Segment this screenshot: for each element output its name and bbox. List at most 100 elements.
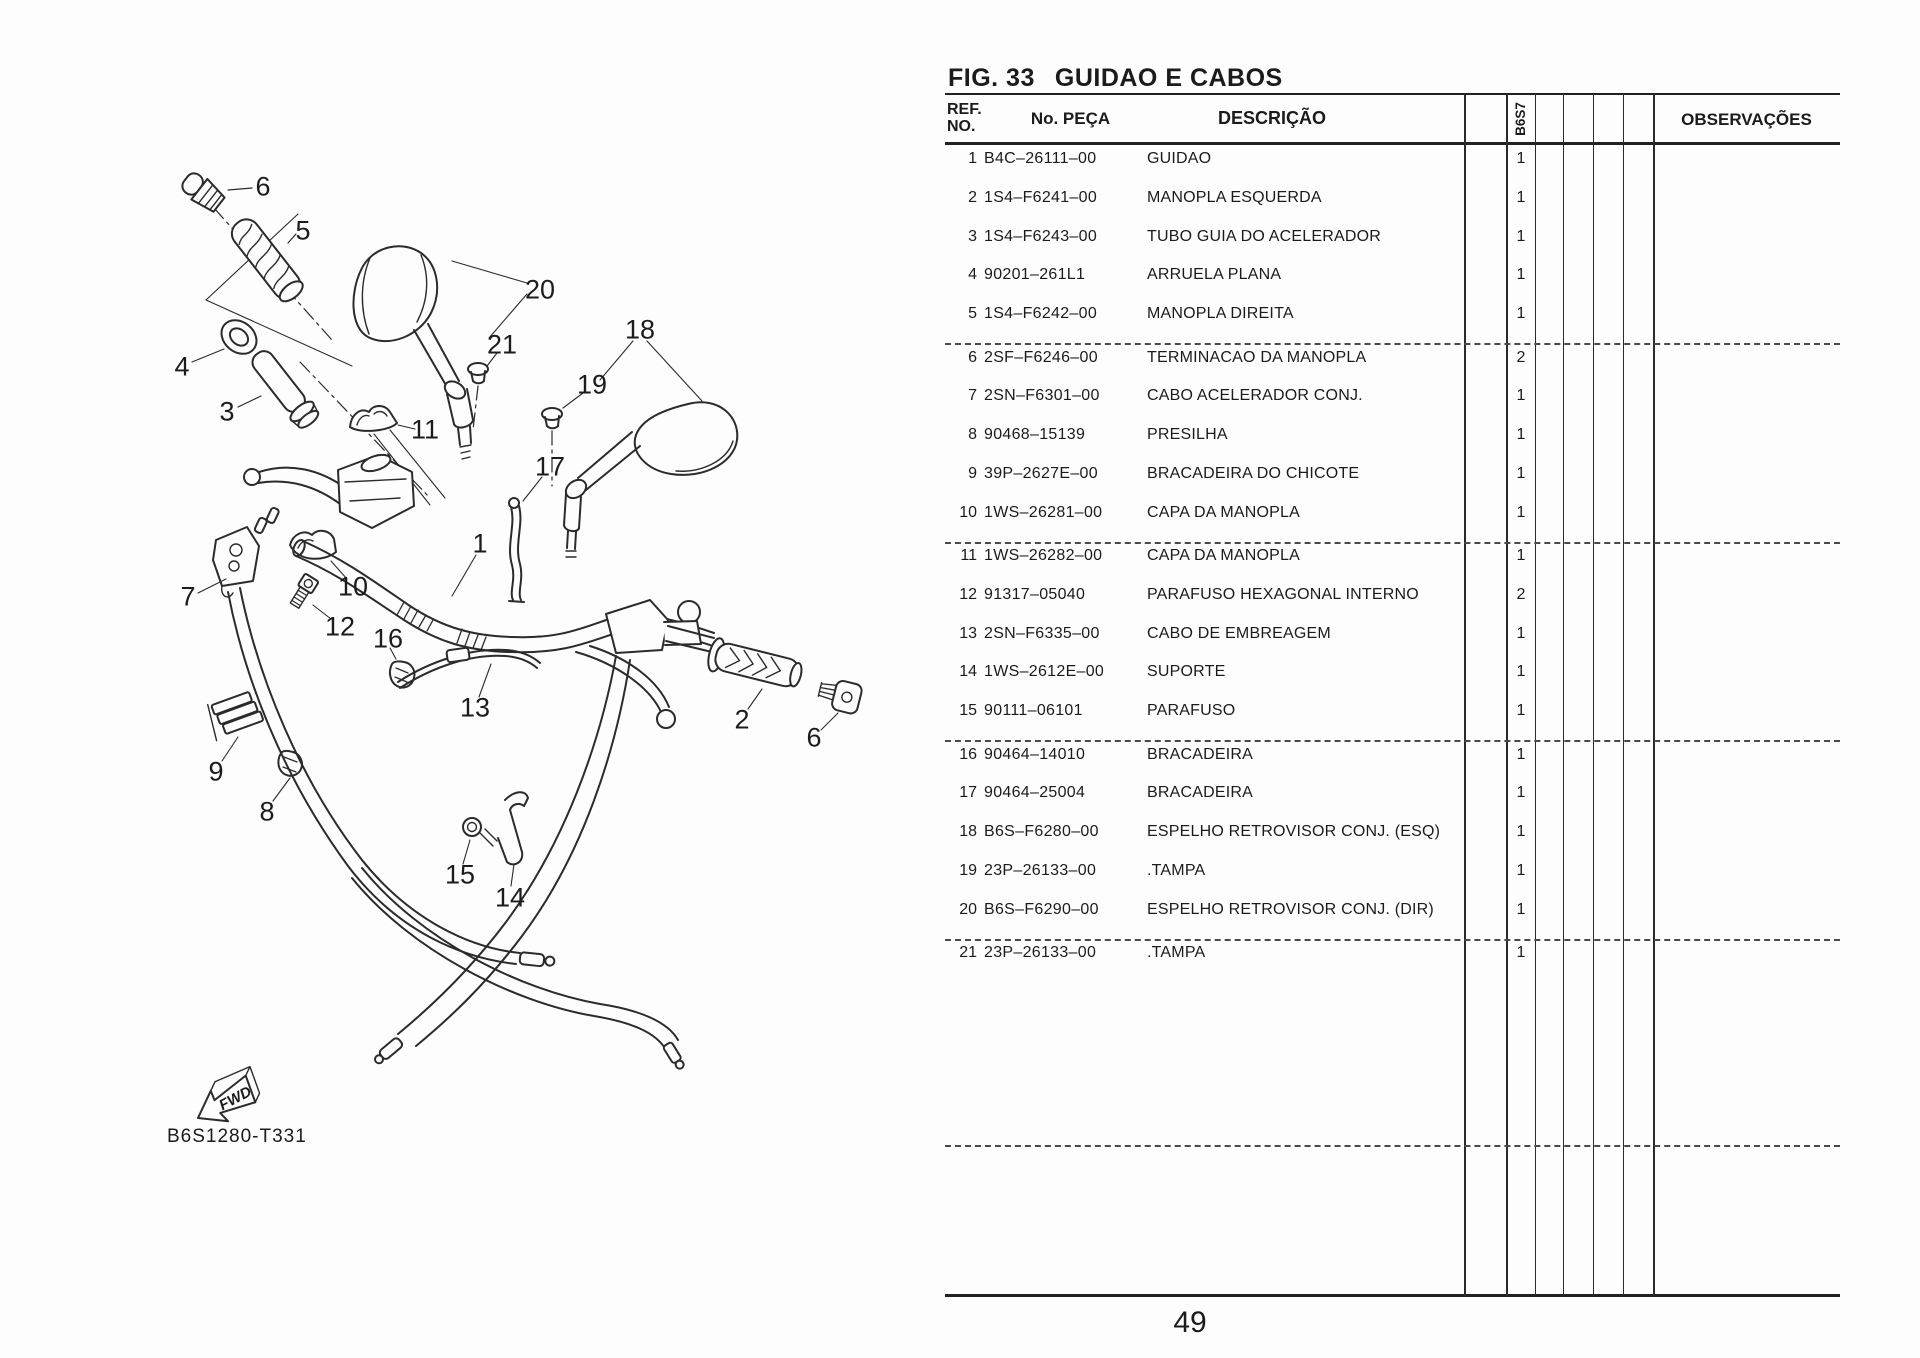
part-number: B6S–F6280–00 (984, 823, 1099, 841)
callout-label: 7 (180, 581, 196, 612)
part-qty: 1 (1516, 503, 1526, 521)
ref-no: 12 (959, 585, 977, 603)
header-observations: OBSERVAÇÕES (1681, 110, 1812, 129)
part-qty: 1 (1516, 227, 1526, 245)
part-description: PARAFUSO (1147, 702, 1236, 720)
callout-label: 4 (174, 351, 190, 382)
part-number: 90111–06101 (984, 702, 1083, 720)
callout-label: 19 (576, 369, 608, 400)
part-number: 1S4–F6243–00 (984, 227, 1098, 245)
part-qty: 1 (1516, 387, 1526, 405)
part-qty: 1 (1516, 823, 1526, 841)
part-number: 1WS–2612E–00 (984, 663, 1105, 681)
ref-no: 19 (959, 861, 977, 879)
callout-label: 11 (410, 414, 440, 445)
part-number: 2SN–F6301–00 (984, 387, 1100, 405)
callout-label: 16 (372, 623, 404, 654)
part-description: PRESILHA (1147, 426, 1228, 444)
part-number: B4C–26111–00 (984, 150, 1097, 167)
ref-no: 7 (968, 387, 977, 405)
column-rule (1464, 93, 1466, 1296)
part-description: BRACADEIRA (1147, 745, 1254, 763)
part-description: MANOPLA ESQUERDA (1147, 188, 1322, 206)
table-bottom-border (945, 1294, 1840, 1297)
part-number: 39P–2627E–00 (984, 464, 1098, 482)
part-qty: 2 (1516, 348, 1526, 366)
part-qty: 1 (1516, 547, 1526, 564)
part-number: 90464–14010 (984, 745, 1086, 763)
dashed-separator (945, 343, 1840, 345)
header-description: DESCRIÇÃO (1217, 108, 1326, 128)
ref-no: 15 (959, 702, 977, 720)
callout-label: 6 (255, 171, 271, 202)
callout-label: 14 (494, 882, 526, 913)
part-qty: 1 (1516, 624, 1526, 642)
callout-label: 13 (459, 692, 491, 723)
callout-label: 17 (534, 451, 566, 482)
part-qty: 1 (1516, 305, 1526, 323)
header-bottom-border (945, 142, 1840, 145)
callout-label: 5 (295, 215, 311, 246)
part-description: PARAFUSO HEXAGONAL INTERNO (1147, 585, 1419, 603)
column-rule (1623, 93, 1625, 1296)
ref-no: 16 (959, 745, 977, 763)
ref-no: 2 (968, 188, 977, 206)
part-number: 1WS–26282–00 (984, 547, 1103, 564)
dashed-separator (945, 740, 1840, 742)
part-description: ESPELHO RETROVISOR CONJ. (DIR) (1147, 900, 1434, 918)
callout-label: 8 (259, 796, 275, 827)
part-description: GUIDAO (1147, 150, 1212, 167)
callout-label: 6 (806, 722, 822, 753)
part-description: CAPA DA MANOPLA (1147, 503, 1300, 521)
part-qty: 2 (1516, 585, 1526, 603)
part-qty: 1 (1516, 861, 1526, 879)
part-description: TUBO GUIA DO ACELERADOR (1147, 227, 1381, 245)
table-row: 7 2SN–F6301–00 CABO ACELERADOR CONJ. 1 (0, 386, 1920, 405)
part-number: 2SF–F6246–00 (984, 348, 1098, 366)
ref-no: 14 (959, 663, 977, 681)
figure-label: FIG. 33 (948, 64, 1035, 92)
part-number: 90201–261L1 (984, 266, 1086, 284)
part-qty: 1 (1516, 745, 1526, 763)
part-number: 23P–26133–00 (984, 944, 1097, 961)
callout-label: 18 (624, 314, 656, 345)
part-number: 90464–25004 (984, 784, 1086, 802)
part-description: CAPA DA MANOPLA (1147, 547, 1300, 564)
part-description: MANOPLA DIREITA (1147, 305, 1294, 323)
part-qty: 1 (1516, 900, 1526, 918)
part-description: CABO DE EMBREAGEM (1147, 624, 1331, 642)
part-qty: 1 (1516, 944, 1526, 961)
drawing-code: B6S1280-T331 (167, 1126, 307, 1147)
part-description: .TAMPA (1147, 861, 1206, 879)
callout-label: 2 (734, 704, 750, 735)
part-qty: 1 (1516, 784, 1526, 802)
part-number: 90468–15139 (984, 426, 1086, 444)
part-description: CABO ACELERADOR CONJ. (1147, 387, 1363, 405)
part-description: ARRUELA PLANA (1147, 266, 1282, 284)
part-qty: 1 (1516, 663, 1526, 681)
part-number: 1S4–F6241–00 (984, 188, 1098, 206)
part-number: 1WS–26281–00 (984, 503, 1103, 521)
part-number: 2SN–F6335–00 (984, 624, 1100, 642)
column-rule (1563, 93, 1565, 1296)
callout-label: 10 (337, 571, 369, 602)
ref-no: 21 (959, 944, 977, 961)
dashed-separator (945, 541, 1840, 544)
ref-no: 20 (959, 900, 977, 918)
header-model-code: B6S7 (1512, 102, 1528, 136)
part-qty: 1 (1516, 464, 1526, 482)
part-description: ESPELHO RETROVISOR CONJ. (ESQ) (1147, 823, 1441, 841)
column-rule (1653, 93, 1655, 1296)
